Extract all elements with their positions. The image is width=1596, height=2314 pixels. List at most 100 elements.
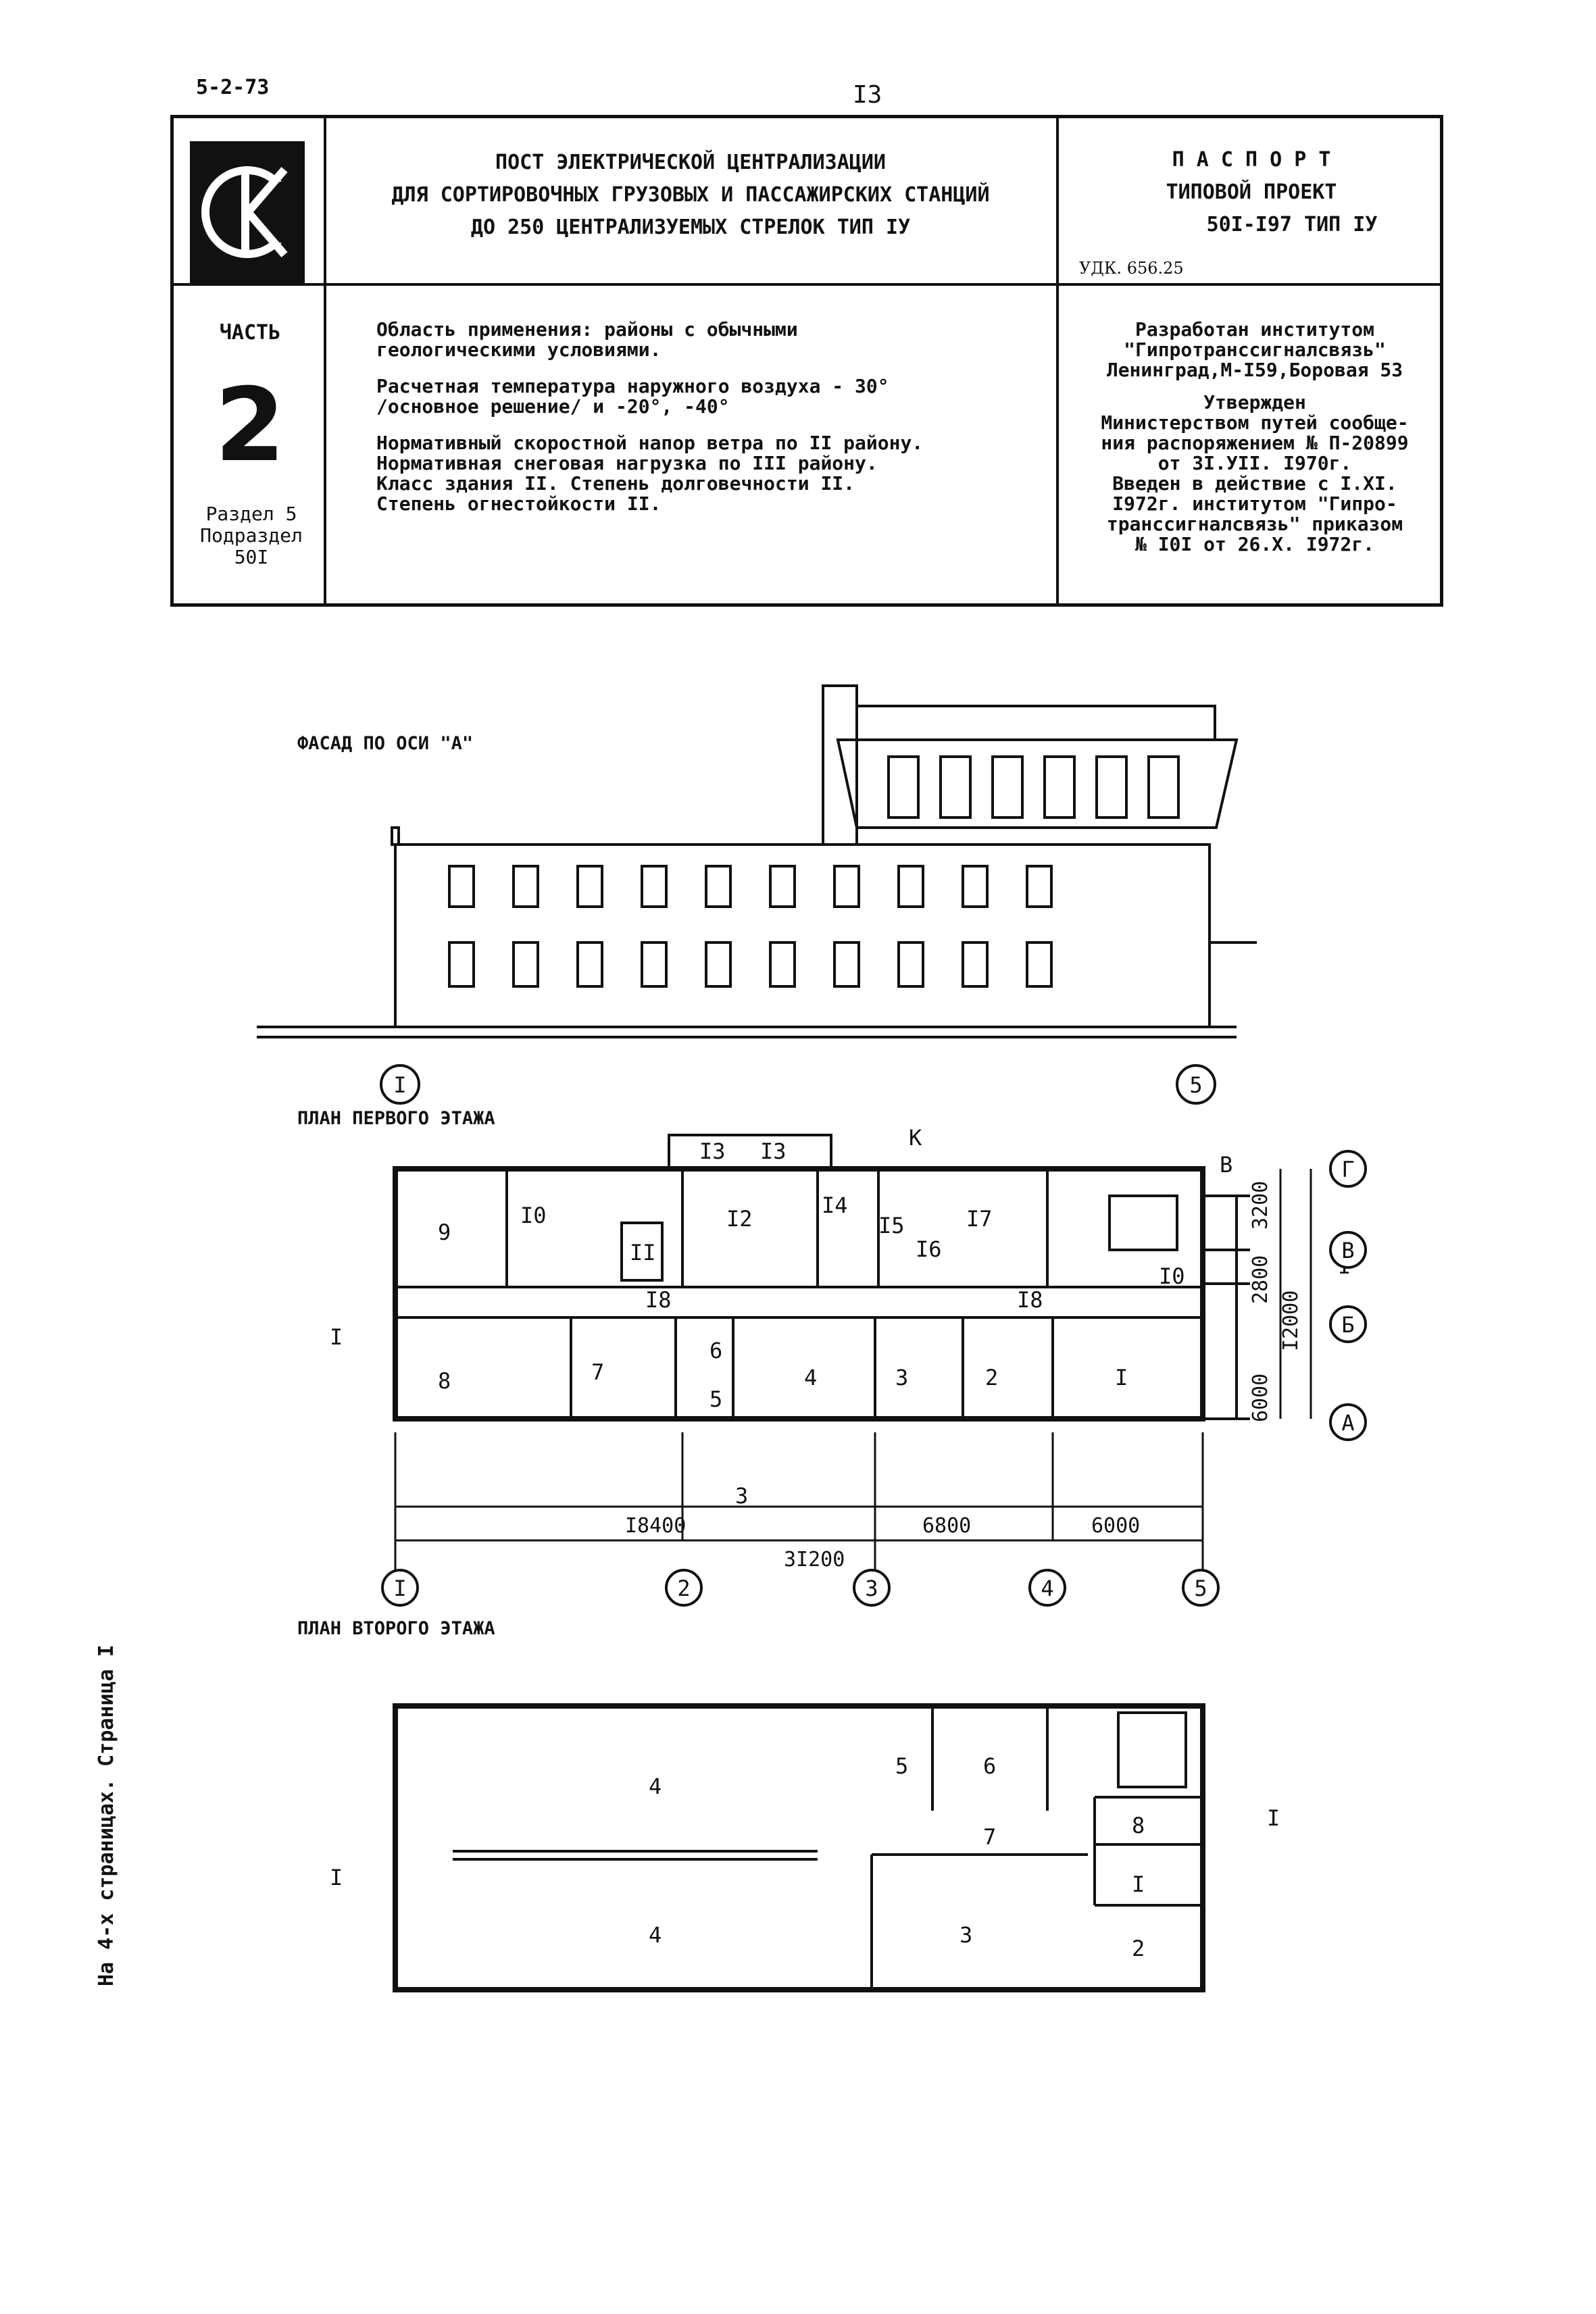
passport-table: ПОСТ ЭЛЕКТРИЧЕСКОЙ ЦЕНТРАЛИЗАЦИИ ДЛЯ СОР… (170, 115, 1443, 607)
udk-code: УДК. 656.25 (1079, 259, 1184, 278)
room-number: I (1132, 1871, 1145, 1897)
text-line: Разработан институтом (1134, 318, 1374, 341)
second-floor-plan: 4 4 5 6 7 8 I 3 2 I I (330, 1703, 1280, 1992)
room-number: I0 (520, 1203, 547, 1228)
text-line: Министерством путей сообще- (1101, 411, 1409, 434)
project-label: ТИПОВОЙ ПРОЕКТ (1166, 180, 1337, 204)
room-number: 6 (983, 1753, 996, 1779)
facade-drawing (257, 684, 1257, 1038)
room-number: 8 (438, 1368, 451, 1394)
text-line: Класс здания II. Степень долговечности I… (376, 472, 855, 495)
room-number: I3 (699, 1138, 726, 1164)
axis-label: Б (1341, 1312, 1354, 1338)
room-number: 5 (709, 1386, 722, 1412)
table-divider (1056, 118, 1059, 603)
section-mark: I (330, 1865, 343, 1890)
text-line: Введен в действие с I.XI. (1112, 472, 1397, 495)
room-number: I (1115, 1365, 1128, 1390)
marker-k: К (909, 1125, 922, 1151)
subsection-number: 50I (234, 546, 269, 568)
partition-walls (453, 1706, 1203, 1990)
text-line: I972г. институтом "Гипро- (1112, 493, 1397, 515)
axis-marker (381, 1569, 419, 1607)
first-floor-plan: 9 I0 II I2 I3 I3 I4 I5 I6 I7 I8 I8 I0 8 … (330, 1125, 1367, 1607)
text-line: Степень огнестойкости II. (376, 493, 662, 515)
dimension: I8400 (625, 1514, 686, 1538)
part-number: 2 (214, 367, 286, 484)
dimension: I2000 (1279, 1290, 1303, 1351)
title-line: ДЛЯ СОРТИРОВОЧНЫХ ГРУЗОВЫХ И ПАССАЖИРСКИ… (391, 183, 990, 207)
marker-b: В (1220, 1152, 1232, 1178)
axis-label: 5 (1189, 1072, 1202, 1098)
facade-caption: ФАСАД ПО ОСИ "А" (297, 733, 474, 754)
text-line: /основное решение/ и -20°, -40° (376, 395, 730, 418)
text-line: Ленинград,М-I59,Боровая 53 (1106, 359, 1403, 381)
axis-label: В (1341, 1238, 1354, 1263)
axis-label: А (1341, 1410, 1354, 1436)
room-number: I3 (760, 1138, 787, 1164)
room-number: I6 (916, 1236, 942, 1262)
room-number: 4 (649, 1774, 662, 1799)
room-number: I4 (822, 1192, 848, 1218)
axis-marker (1329, 1403, 1367, 1441)
document-code: 5-2-73 (196, 76, 270, 99)
room-number: I5 (878, 1213, 905, 1238)
part-label: ЧАСТЬ (219, 321, 281, 345)
section-mark: I (330, 1324, 343, 1350)
ck-logo-icon (201, 166, 314, 258)
section-mark: I (1267, 1805, 1280, 1831)
section-info: Раздел 5 Подраздел 50I (180, 503, 322, 568)
axis-label: 3 (865, 1576, 878, 1601)
dimension: 3200 (1249, 1181, 1272, 1230)
room-number: I8 (645, 1287, 672, 1313)
axis-label: I (393, 1072, 406, 1098)
room-number: 4 (804, 1365, 817, 1390)
developer-info: Разработан институтом "Гипротранссигналс… (1066, 320, 1444, 567)
axis-label: 4 (1041, 1576, 1053, 1601)
text-line: транссигналсвязь" приказом (1106, 513, 1403, 535)
axis-label: 5 (1194, 1576, 1207, 1601)
dimension: 6800 (922, 1514, 971, 1538)
page-number: I3 (853, 81, 882, 109)
axis-label: 2 (677, 1576, 690, 1601)
room-number: 2 (985, 1365, 998, 1390)
text-line: Утвержден (1203, 391, 1306, 413)
room-number: 4 (649, 1922, 662, 1948)
text-line: геологическими условиями. (376, 338, 662, 361)
application-conditions: Область применения: районы с обычными ге… (376, 320, 1147, 530)
marker-3: 3 (735, 1483, 748, 1509)
room-number: II (630, 1240, 656, 1265)
room-number: 7 (591, 1359, 604, 1385)
axis-marker (1329, 1150, 1367, 1188)
axis-label: Г (1341, 1157, 1354, 1182)
partition-walls (395, 1134, 1250, 1420)
text-line: Область применения: районы с обычными (376, 318, 798, 341)
room-number: 3 (959, 1922, 972, 1948)
windows (448, 755, 1180, 988)
passport-heading: П А С П О Р Т ТИПОВОЙ ПРОЕКТ 50I-I97 ТИП… (1072, 144, 1430, 241)
project-title: ПОСТ ЭЛЕКТРИЧЕСКОЙ ЦЕНТРАЛИЗАЦИИ ДЛЯ СОР… (329, 147, 1052, 244)
room-number: I2 (726, 1206, 753, 1232)
room-number: 9 (438, 1219, 451, 1245)
axis-marker (665, 1569, 703, 1607)
dimension: 3I200 (784, 1548, 845, 1571)
axis-marker (1182, 1569, 1220, 1607)
text-line: "Гипротранссигналсвязь" (1124, 338, 1386, 361)
axis-marker (380, 1064, 420, 1105)
room-number: 7 (983, 1824, 996, 1850)
ck-logo (190, 141, 314, 283)
section-label: Раздел 5 (205, 503, 297, 525)
text-line: ния распоряжением № П-20899 (1101, 432, 1409, 454)
dimension: 2800 (1249, 1255, 1272, 1304)
table-divider (324, 118, 326, 603)
page-count-caption: На 4-х страницах. Страница I (95, 1644, 118, 1986)
project-code: 50I-I97 ТИП IУ (1206, 213, 1378, 236)
axis-label: I (393, 1576, 406, 1601)
axis-marker (1176, 1064, 1216, 1105)
axis-marker (1329, 1231, 1367, 1269)
axis-marker (853, 1569, 891, 1607)
first-floor-caption: ПЛАН ПЕРВОГО ЭТАЖА (297, 1108, 495, 1129)
second-floor-caption: ПЛАН ВТОРОГО ЭТАЖА (297, 1618, 495, 1639)
text-line: Нормативный скоростной напор ветра по II… (376, 432, 924, 454)
table-divider (174, 283, 1440, 286)
